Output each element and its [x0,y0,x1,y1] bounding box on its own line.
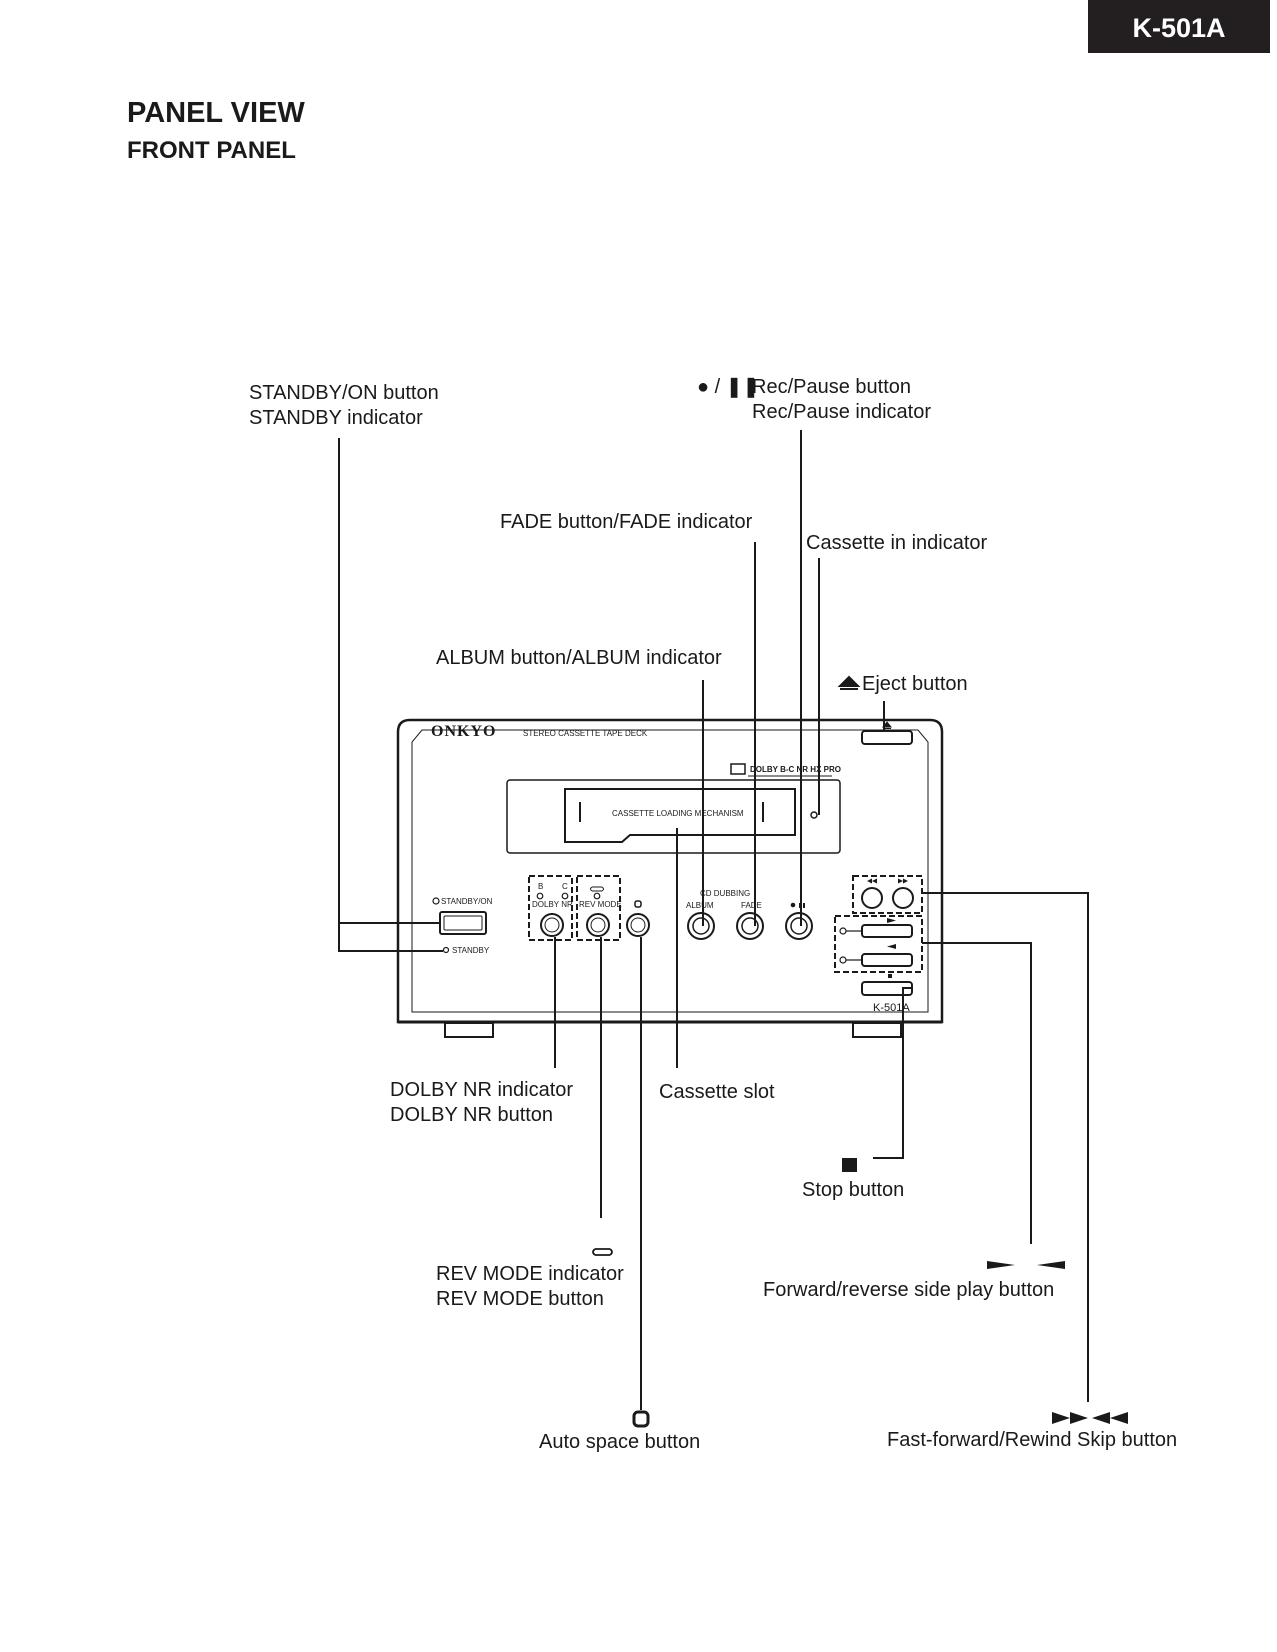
callout-auto-space: Auto space button [539,1431,701,1453]
standby-on-button[interactable] [439,911,487,935]
panel-model-label: K-501A [873,1002,910,1014]
play-reverse-icon [887,944,896,949]
fade-button[interactable] [736,912,764,940]
standby-on-button-label: STANDBY/ON button [249,382,439,404]
auto-space-button[interactable] [626,913,650,937]
cassette-in-indicator [810,811,818,819]
brand-label: ONKYO [431,723,496,740]
callout-fade: FADE button/FADE indicator [500,511,753,533]
forward-play-button[interactable] [861,924,913,938]
rev-mode-indicator-label: REV MODE indicator [436,1263,624,1285]
dolby-nr-button[interactable] [540,913,564,937]
leader-lines [338,430,1089,1410]
play-side-group [834,915,923,973]
mechanism-label: CASSETTE LOADING MECHANISM [612,809,744,818]
callout-standby: STANDBY/ON button STANDBY indicator [249,381,439,431]
dolby-logo-icon [730,763,746,775]
auto-space-icon [634,900,642,908]
callout-cassette-in: Cassette in indicator [806,532,988,554]
product-label: STEREO CASSETTE TAPE DECK [523,729,648,738]
standby-indicator [442,946,450,954]
fade-label: FADE [741,901,762,910]
dolby-c-label: C [562,882,568,891]
rewind-icon [867,878,877,884]
callout-play-forward-icon [987,1261,1015,1269]
dolby-nr-button-label: DOLBY NR button [390,1104,554,1126]
album-button[interactable] [687,912,715,940]
eject-button[interactable] [861,730,913,745]
reverse-play-indicator [839,956,847,964]
callout-dolby: DOLBY NR indicator DOLBY NR button [390,1078,573,1128]
callout-play-side: Forward/reverse side play button [763,1279,1055,1301]
rev-mode-group [576,875,621,941]
skip-group [852,875,923,914]
rec-pause-indicator-label: Rec/Pause indicator [752,401,931,423]
rec-icon [790,902,796,908]
rec-pause-button[interactable] [785,912,813,940]
standby-on-label: STANDBY/ON [441,897,493,906]
device-body [396,718,944,1038]
dolby-c-indicator [561,892,569,900]
power-icon [432,897,440,905]
standby-label: STANDBY [452,946,490,955]
rec-pause-symbol: ● / ❚❚ [697,376,760,398]
rec-pause-button-label: Rec/Pause button [752,376,911,398]
dolby-b-label: B [538,882,543,891]
callout-skip: Fast-forward/Rewind Skip button [887,1429,1178,1451]
callout-rev-mode: REV MODE indicator REV MODE button [436,1262,624,1312]
rev-mode-indicator [593,892,601,900]
dolby-nr-indicator-label: DOLBY NR indicator [390,1079,574,1101]
dolby-logo-label: DOLBY B-C NR HX PRO [750,765,841,774]
model-tag: K-501A [1088,0,1270,53]
page-title: PANEL VIEW [127,97,305,129]
rewind-skip-button[interactable] [861,887,883,909]
callout-play-reverse-icon [1037,1261,1065,1269]
album-label: ALBUM [686,901,714,910]
callout-eject: Eject button [862,673,968,695]
dolby-nr-label: DOLBY NR [532,900,573,909]
callout-album: ALBUM button/ALBUM indicator [436,647,722,669]
callout-stop: Stop button [802,1179,905,1201]
rev-mode-button[interactable] [586,913,610,937]
forward-play-indicator [839,927,847,935]
reverse-play-button[interactable] [861,953,913,967]
cassette-window [506,779,841,854]
callout-cassette-slot: Cassette slot [659,1081,775,1103]
callout-rewind-icon [1092,1412,1128,1424]
dolby-b-indicator [536,892,544,900]
dolby-nr-group [528,875,573,941]
callout-rec-pause: Rec/Pause button Rec/Pause indicator [752,375,931,425]
callout-fast-forward-icon [1052,1412,1088,1424]
cd-dubbing-label: CD DUBBING [700,889,750,898]
callout-auto-space-icon [632,1410,650,1428]
rev-mode-button-label: REV MODE button [436,1288,604,1310]
rev-mode-icon [590,886,604,892]
callout-eject-icon [837,675,861,690]
play-forward-icon [887,918,896,923]
standby-indicator-label: STANDBY indicator [249,407,423,429]
page-subtitle: FRONT PANEL [127,137,296,164]
callout-rev-mode-icon [592,1248,613,1256]
fast-forward-icon [898,878,908,884]
cassette-slot[interactable] [564,788,796,843]
fast-forward-skip-button[interactable] [892,887,914,909]
rev-mode-label: REV MODE [579,900,622,909]
stop-icon [888,974,892,978]
callout-stop-icon [842,1158,857,1172]
